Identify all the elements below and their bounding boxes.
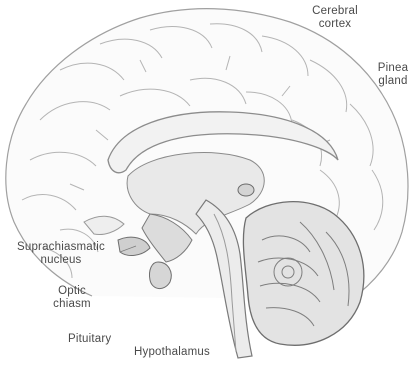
hypothalamus-label: Hypothalamus (134, 346, 210, 359)
suprachiasmatic-nucleus-label: Suprachiasmatic nucleus (2, 241, 120, 267)
optic-chiasm-label-line2: chiasm (44, 298, 100, 311)
pituitary-shape (149, 262, 171, 289)
pineal-gland-label: Pinea gland (372, 62, 414, 88)
pineal-gland-shape (238, 184, 254, 196)
suprachiasmatic-label-line1: Suprachiasmatic (2, 241, 120, 254)
pineal-gland-label-line1: Pinea (372, 62, 414, 75)
cerebral-cortex-label-line1: Cerebral (298, 5, 372, 18)
optic-chiasm-label: Optic chiasm (44, 285, 100, 311)
suprachiasmatic-label-line2: nucleus (2, 254, 120, 267)
pituitary-label: Pituitary (68, 333, 111, 346)
cerebral-cortex-label-line2: cortex (298, 18, 372, 31)
cerebral-cortex-label: Cerebral cortex (298, 5, 372, 31)
optic-chiasm-label-line1: Optic (44, 285, 100, 298)
pineal-gland-label-line2: gland (372, 75, 414, 88)
